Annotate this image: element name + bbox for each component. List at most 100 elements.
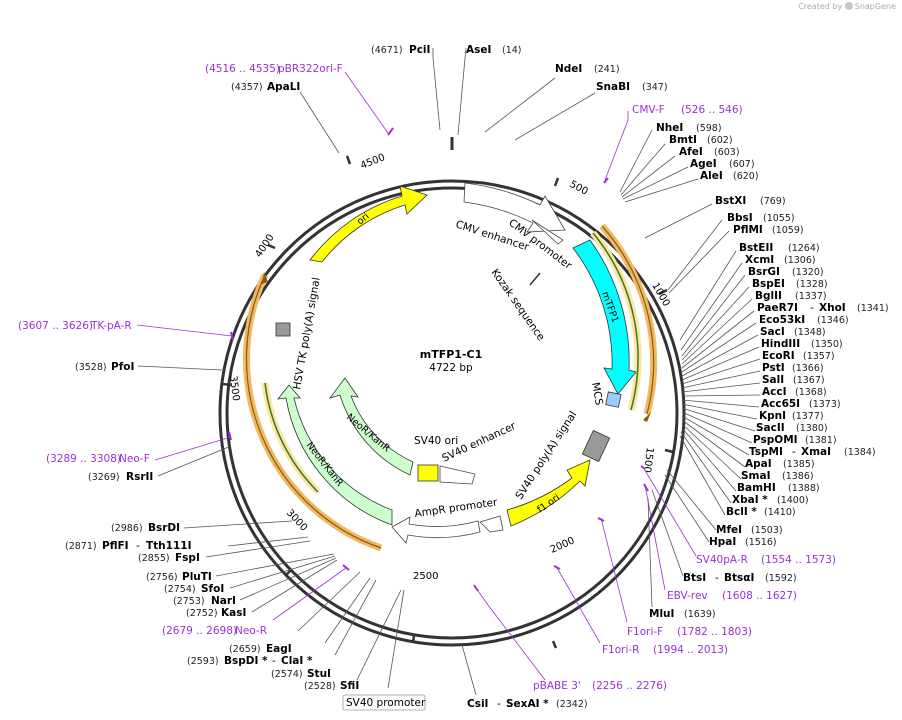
tspmi-pos: (1384) [844, 447, 876, 458]
primer-mark-tk-pa [230, 331, 234, 341]
leader-sfii [356, 589, 402, 681]
snapgene-credit: Created by SnapGene [798, 2, 896, 11]
xbai-pos: (1400) [777, 495, 809, 506]
sexai-name: SexAI * [506, 698, 549, 710]
leader-bsteii [679, 250, 737, 341]
leader-pbr322 [344, 71, 389, 134]
f1ori-r-name: F1ori-R [602, 644, 639, 656]
rsrii-name: RsrII [126, 471, 153, 483]
tick-4500 [345, 155, 352, 165]
sfoi-pos: (2754) [164, 584, 196, 595]
ebv-rev-name: EBV-rev [667, 590, 708, 602]
bspei-pos: (1328) [796, 279, 828, 290]
leader-sv40pa-r [642, 466, 697, 557]
primer-mark-f1ori-f [597, 517, 605, 522]
bamhi-pos: (1388) [788, 483, 820, 494]
pflmi-pos: (1059) [772, 225, 804, 236]
kozak-feature [529, 272, 541, 286]
bglii-name: BglII [755, 290, 782, 302]
leader-saci [681, 334, 759, 377]
acci-name: AccI [762, 386, 786, 398]
clai-name: ClaI * [281, 655, 313, 667]
apai-name: ApaI [745, 458, 772, 470]
tick-marks: 500 1000 1500 2000 2500 3000 3500 4000 4… [222, 152, 674, 649]
ampr-promoter-label: AmpR promoter [414, 496, 499, 520]
cmv-f-range: (526 .. 546) [681, 104, 743, 116]
apali-name: ApaLI [267, 81, 300, 93]
f1ori-f-name: F1ori-F [627, 626, 663, 638]
tick-4000 [267, 243, 276, 250]
sacii-name: SacII [756, 422, 785, 434]
plutI-pos: (2756) [146, 572, 178, 583]
primer-mark-pbr322 [387, 127, 394, 136]
saci-name: SacI [760, 326, 785, 338]
leader-plutI [215, 553, 335, 577]
sv40-enhancer-feature [439, 465, 476, 485]
csii-name: CsiI [467, 698, 488, 710]
leader-nari [239, 557, 337, 601]
eagi-pos: (2659) [229, 644, 261, 655]
leader-mlui [647, 497, 653, 608]
leader-pspomi [681, 411, 753, 444]
leader-pcii [432, 48, 441, 131]
f1ori-f-range: (1782 .. 1803) [677, 626, 752, 638]
bottom-site-labels: pBABE 3' (2256 .. 2276) CsiI - SexAI * (… [65, 522, 667, 711]
ndei-name: NdeI [555, 63, 582, 75]
mcs-label: MCS [589, 381, 605, 406]
leader-hpai [664, 474, 710, 543]
bsteii-name: BstEII [739, 242, 773, 254]
orange-arrowhead-2 [262, 272, 268, 284]
cmv-f-name: CMV-F [632, 104, 665, 116]
saci-pos: (1348) [794, 327, 826, 338]
bcli-pos: (1410) [764, 507, 796, 518]
ebv-rev-range: (1608 .. 1627) [722, 590, 797, 602]
btsai-name: BtsαI [724, 572, 754, 584]
bbsi-name: BbsI [727, 212, 753, 224]
nari-name: NarI [211, 595, 236, 607]
neo-f-range: (3289 .. 3308) [46, 453, 121, 465]
mcs-feature [605, 391, 622, 408]
sfoi-name: SfoI [201, 583, 224, 595]
primer-mark-ebv [643, 483, 649, 492]
bstxi-pos: (769) [760, 196, 786, 207]
sali-pos: (1367) [793, 375, 825, 386]
pflfi-name: PflFI [102, 540, 129, 552]
stui-name: StuI [307, 668, 331, 680]
leader-pflmi [668, 230, 730, 294]
ori-feature [309, 185, 428, 263]
leader-cmv-f [604, 111, 629, 181]
asei-name: AseI [466, 44, 491, 56]
bstxi-name: BstXI [715, 195, 746, 207]
top-site-labels: (4671) PciI AseI (14) NdeI (241) SnaBI (… [205, 44, 668, 93]
orange-arrowhead-1 [643, 412, 651, 422]
leader-apali [299, 91, 340, 154]
sfii-name: SfiI [340, 680, 359, 692]
ampr-promoter-feature [391, 516, 481, 544]
mlui-pos: (1639) [684, 609, 716, 620]
mfei-name: MfeI [716, 524, 742, 536]
primer-mark-neo-r [342, 564, 350, 571]
orange-arc-neo-outer-line [245, 274, 382, 549]
leader-kpni [681, 403, 758, 420]
tick-label-2500: 2500 [413, 571, 438, 582]
leader-rsrii [157, 445, 232, 477]
center-label: mTFP1-C1 4722 bp [420, 348, 483, 374]
bmti-pos: (602) [707, 135, 733, 146]
leader-apai [681, 419, 746, 468]
fspi-name: FspI [175, 552, 200, 564]
tick-3000 [285, 569, 292, 576]
leader-pfoi [137, 365, 223, 371]
leader-bbsi [667, 219, 723, 291]
csii-pos: (2342) [556, 699, 588, 710]
agei-pos: (607) [729, 159, 755, 170]
pflfi-sep: - [136, 540, 140, 552]
eco53ki-name: Eco53kI [759, 314, 805, 326]
leader-alei [624, 178, 699, 203]
cmv-enhancer-feature [463, 182, 566, 233]
neokanr-inner-label: NeoR/KanR [344, 412, 392, 455]
leader-neo-f [154, 436, 232, 461]
fspi-pos: (2855) [138, 553, 170, 564]
pfoi-name: PfoI [111, 361, 134, 373]
sv40pa-r-range: (1554 .. 1573) [761, 554, 836, 566]
sv40-ori-label: SV40 ori [414, 435, 458, 447]
